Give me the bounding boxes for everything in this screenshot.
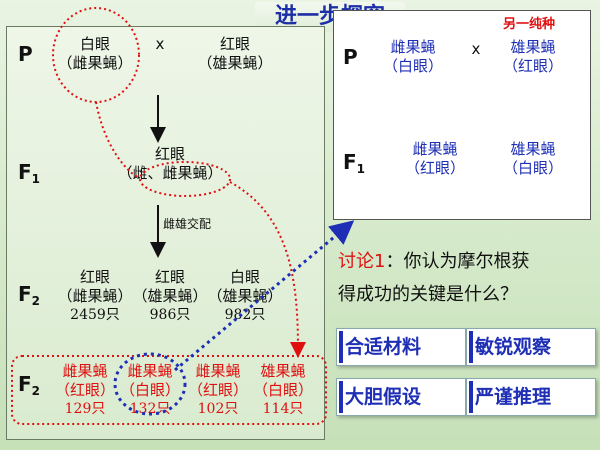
f2-detail-generation-label: F2	[18, 372, 41, 398]
discussion-line-1: ：你认为摩尔根获	[385, 251, 530, 272]
discussion-label: 讨论1	[338, 251, 386, 272]
right-p-label: P	[343, 45, 358, 69]
right-p-male: 雄果蝇 （红眼）	[498, 38, 568, 76]
f2-group-2: 红眼 （雄果蝇） 986只	[130, 268, 210, 325]
discussion-line-2: 得成功的关键是什么？	[338, 284, 518, 305]
answer-keen-observation[interactable]: 敏锐观察	[466, 328, 596, 366]
f2-1-color: 红眼	[79, 268, 110, 286]
p-female-eye-color: 白眼	[79, 35, 110, 53]
right-f1-male-color: （白眼）	[502, 159, 563, 177]
p-female-sex: （雌果蝇）	[57, 54, 133, 72]
dotted-link-p-to-f1	[95, 101, 141, 179]
right-f1-female-color: （红眼）	[404, 159, 465, 177]
pure-line-cross-panel	[333, 10, 591, 220]
f2-generation-label: F2	[18, 282, 41, 308]
f2-detail-1-sex: 雌果蝇	[62, 362, 108, 380]
right-f1-male: 雄果蝇 （白眼）	[498, 140, 568, 178]
answer-rigorous-reasoning[interactable]: 严谨推理	[466, 378, 596, 416]
p-male-sex: （雄果蝇）	[197, 54, 273, 72]
blue-dotted-arrow	[174, 220, 355, 372]
p-cross-symbol: x	[155, 35, 165, 53]
another-pure-line-note: 另一纯种	[503, 17, 556, 32]
f2-detail-1: 雌果蝇 （红眼） 129只	[50, 362, 120, 419]
right-cross-symbol: x	[471, 40, 481, 58]
p-female-parent: 白眼 （雌果蝇）	[50, 35, 140, 73]
f2-detail-1-count: 129只	[64, 401, 106, 417]
p-generation-label: P	[18, 42, 33, 66]
discussion-question: 讨论1：你认为摩尔根获	[338, 247, 529, 273]
right-f1-female: 雌果蝇 （红眼）	[400, 140, 470, 178]
circle-white-eye-female	[113, 352, 187, 416]
answer-bold-hypothesis[interactable]: 大胆假设	[336, 378, 466, 416]
f2-detail-3-color: （红眼）	[187, 381, 248, 399]
f1-offspring: 红眼 （雌、雌果蝇）	[100, 145, 240, 183]
cross-experiment-panel	[6, 26, 325, 440]
f2-detail-2: 雌果蝇 （白眼） 132只	[115, 362, 185, 419]
f2-detail-3-count: 102只	[197, 401, 239, 417]
answer-suitable-material[interactable]: 合适材料	[336, 328, 466, 366]
circle-p-female	[52, 7, 140, 103]
f2-group-1: 红眼 （雌果蝇） 2459只	[55, 268, 135, 325]
f2-2-sex: （雄果蝇）	[132, 287, 208, 305]
f2-detail-4: 雄果蝇 （白眼） 114只	[248, 362, 318, 419]
f2-1-sex: （雌果蝇）	[57, 287, 133, 305]
right-p-male-sex: 雄果蝇	[510, 38, 556, 56]
right-f1-male-sex: 雄果蝇	[510, 140, 556, 158]
f2-1-count: 2459只	[70, 307, 120, 323]
f2-3-color: 白眼	[229, 268, 260, 286]
right-p-male-color: （红眼）	[502, 57, 563, 75]
f1-sex: （雌、雌果蝇）	[117, 164, 223, 182]
mating-label: 雌雄交配	[163, 217, 212, 231]
p-male-eye-color: 红眼	[219, 35, 250, 53]
f2-3-sex: （雄果蝇）	[207, 287, 283, 305]
f2-detail-2-count: 132只	[129, 401, 171, 417]
f2-detail-4-color: （白眼）	[252, 381, 313, 399]
f1-generation-label: F1	[18, 160, 41, 186]
right-p-female: 雌果蝇 （白眼）	[378, 38, 448, 76]
right-f1-female-sex: 雌果蝇	[412, 140, 458, 158]
f2-2-color: 红眼	[154, 268, 185, 286]
f2-detail-4-sex: 雄果蝇	[260, 362, 306, 380]
right-f1-label: F1	[343, 150, 366, 176]
f2-detail-3: 雌果蝇 （红眼） 102只	[183, 362, 253, 419]
circle-f1-female	[139, 161, 231, 197]
f2-detail-3-sex: 雌果蝇	[195, 362, 241, 380]
f2-2-count: 986只	[149, 307, 191, 323]
f2-detail-2-sex: 雌果蝇	[127, 362, 173, 380]
f2-detail-4-count: 114只	[262, 401, 304, 417]
f2-detail-1-color: （红眼）	[54, 381, 115, 399]
f1-eye-color: 红眼	[154, 145, 185, 163]
f2-detail-2-color: （白眼）	[119, 381, 180, 399]
p-male-parent: 红眼 （雄果蝇）	[185, 35, 285, 73]
right-p-female-sex: 雌果蝇	[390, 38, 436, 56]
f2-detail-box	[11, 355, 327, 425]
dotted-arrow-f1-to-f2	[229, 181, 306, 358]
right-p-female-color: （白眼）	[382, 57, 443, 75]
